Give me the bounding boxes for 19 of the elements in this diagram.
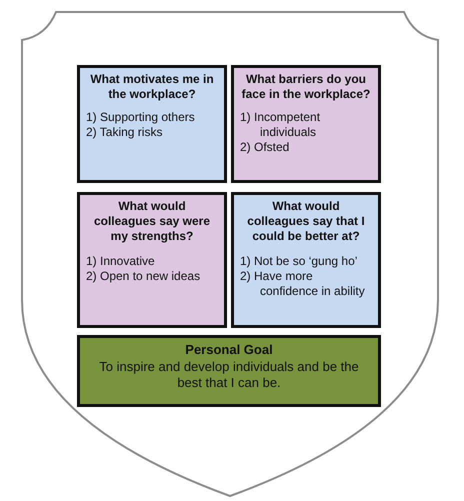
list-item: 2) Open to new ideas [86,269,202,284]
goal-text: To inspire and develop individuals and be the best that I can be. [98,359,360,391]
list-item: 2) Taking risks [86,125,164,140]
list-item: 1) Incompetent individuals [240,110,322,140]
box-heading: What would colleagues say were my strengths? [92,199,212,244]
list-item: 2) Ofsted [240,140,290,155]
goal-box [77,335,381,407]
question-box [77,192,227,328]
list-item: 1) Innovative [86,254,156,269]
question-box [77,65,227,183]
box-heading: What motivates me in the workplace? [89,72,215,102]
question-box [231,65,381,183]
box-heading: What barriers do you face in the workplace? [240,72,372,102]
box-heading: Personal Goal [184,342,274,357]
box-heading: What would colleagues say that I could be better at? [246,199,366,244]
list-item: 1) Not be so ‘gung ho’ [240,254,358,269]
list-item: 1) Supporting others [86,110,196,125]
list-item: 2) Have more confidence in ability [240,269,366,299]
question-box [231,192,381,328]
